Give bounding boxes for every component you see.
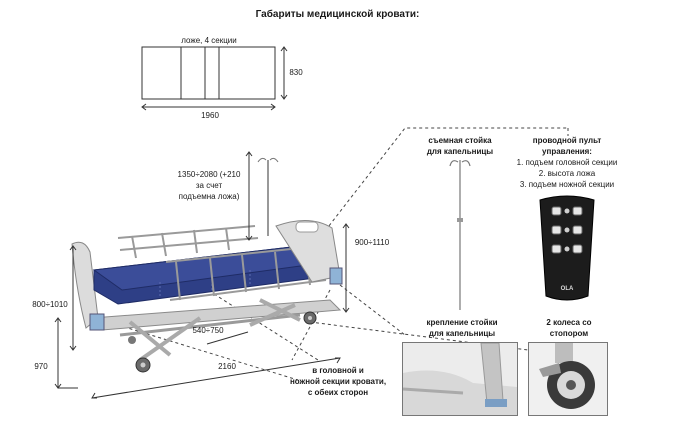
plan-length-value: 1960 [201,111,219,120]
rail-note-line3: с обеих сторон [307,388,369,397]
bed-plan-view [141,46,288,111]
iv-stand-detail [449,160,471,310]
side-height-value: 800÷1010 [32,300,68,309]
inner-length-value: 540÷750 [192,326,224,335]
iv-stand-label-line2: для капельницы [426,147,494,156]
iv-mount-photo [402,342,518,416]
headboard-height-value: 900÷1110 [354,238,390,247]
wheels-label-line1: 2 колеса со [546,318,592,327]
remote-control [539,195,595,301]
wheel-brake-photo [528,342,608,416]
iv-stand-label-line1: съемная стойка [428,136,492,145]
remote-label-line1: проводной пульт [532,136,602,145]
page-title: Габариты медицинской кровати: [255,9,420,20]
remote-brand-logo: OLA [560,286,574,292]
bed-illustration [71,157,343,373]
rail-note-line2: ножной секции кровати, [289,377,387,386]
remote-label-line2: управления: [542,147,592,156]
remote-item-2: 2. высота ложа [538,169,596,178]
iv-height-line3: подъемна ложа) [178,192,240,201]
iv-height-line1: 1350÷2080 (+210 [177,170,241,179]
remote-item-1: 1. подъем головной секции [516,158,618,167]
mount-label-line2: для капельницы [428,329,496,338]
iv-height-line2: за счет [195,181,223,190]
plan-label: ложе, 4 секции [181,36,237,45]
remote-item-3: 3. подъем ножной секции [519,180,615,189]
plan-width-value: 830 [289,68,303,77]
total-length-value: 2160 [218,362,236,371]
iv-mount-photo-drawing [403,343,517,415]
mount-label-line1: крепление стойки [426,318,498,327]
rail-note-line1: в головной и [312,366,364,375]
base-height-value: 970 [34,362,48,371]
wheel-brake-photo-drawing [529,343,607,415]
bed-dimension-lines [54,151,350,399]
wheels-label-line2: стопором [549,329,589,338]
